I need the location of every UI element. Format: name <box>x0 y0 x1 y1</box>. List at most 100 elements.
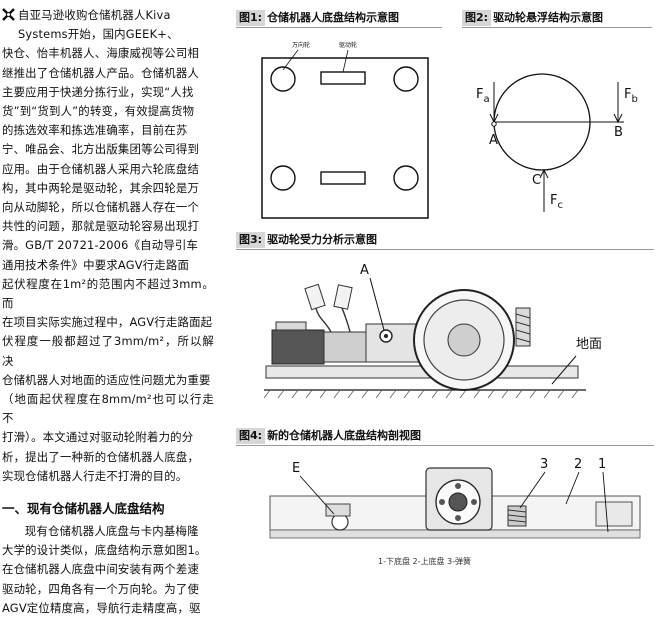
motor-cap <box>275 321 307 331</box>
intro-line: 应用。由于仓储机器人采用六轮底盘结 <box>2 161 200 176</box>
figure3-title-rule <box>236 249 654 250</box>
section-line: 现有仓储机器人底盘与卡内基梅隆 <box>24 524 199 539</box>
right-end-block <box>595 501 633 527</box>
point-a-label: A <box>360 263 369 278</box>
figure4-tag: 图4: <box>236 428 266 444</box>
label-e-leader <box>299 475 335 515</box>
section-heading: 一、现有仓储机器人底盘结构 <box>2 501 165 517</box>
intro-line: 主要应用于快递分拣行业，实现“人找 <box>2 84 194 99</box>
figure1-title: 图1:仓储机器人底盘结构示意图 <box>236 10 442 28</box>
section-line: 在仓储机器人底盘中间安装有两个差速 <box>2 562 200 577</box>
force-c-arrowhead <box>539 168 549 179</box>
label-1: 1 <box>598 457 606 472</box>
intro-line: （地面起伏程度在8mm/m²也可以行走不 <box>2 392 214 426</box>
force-b-label: Fb <box>624 87 638 105</box>
figure3-title: 图3:驱动轮受力分析示意图 <box>236 232 654 250</box>
label-e: E <box>292 461 300 476</box>
force-c-label: Fc <box>550 193 563 211</box>
ground-label: 地面 <box>576 337 602 352</box>
ground-leader <box>551 355 577 385</box>
intro-line: 起伏程度在1m²的范围内不超过3mm。而 <box>2 276 214 311</box>
pivot-point-a-center <box>384 334 388 338</box>
intro-line: 自亚马逊收购仓储机器人Kiva <box>2 6 214 25</box>
figure2-tag: 图2: <box>462 10 492 26</box>
intro-line: Systems开始，国内GEEK+、 <box>18 27 179 42</box>
motor-body <box>271 329 325 365</box>
intro-line: 向从动脚轮，所以仓储机器人存在一个 <box>2 200 200 215</box>
caster-leader-line <box>282 49 299 71</box>
point-b-label: B <box>614 125 623 140</box>
section-line: 驱动轮，四角各有一个万向轮。为了使 <box>2 581 200 596</box>
force-a-label: Fa <box>476 87 490 105</box>
intro-line: 滑。GB/T 20721-2006《自动导引车 <box>2 238 199 253</box>
label-3: 3 <box>540 457 548 472</box>
point-a-marker <box>491 121 497 127</box>
intro-paragraph: 自亚马逊收购仓储机器人Kiva Systems开始，国内GEEK+、 快仓、怡丰… <box>2 6 214 486</box>
label-3-leader <box>519 471 546 509</box>
drive-unit-hub <box>448 492 468 512</box>
figure4-legend: 1-下底盘 2-上底盘 3-弹簧 <box>378 557 472 566</box>
figure2-title-text: 驱动轮悬浮结构示意图 <box>493 11 604 24</box>
figure1-diagram: 万向轮 驱动轮 <box>261 41 429 219</box>
caster-wheel-top-left <box>270 66 296 92</box>
figure4-title-text: 新的仓储机器人底盘结构剖视图 <box>267 429 422 442</box>
intro-line: 在项目实际实施过程中，AGV行走路面起 <box>2 315 213 330</box>
figure4-title-rule <box>236 445 654 446</box>
figure3-title-text: 驱动轮受力分析示意图 <box>267 233 378 246</box>
caster-mount <box>325 503 351 517</box>
intro-line: 析，提出了一种新的仓储机器人底盘， <box>2 449 200 464</box>
force-b-arrowhead <box>613 113 623 124</box>
label-1-leader <box>602 471 609 533</box>
cable-left <box>315 307 332 333</box>
section-line: 大学的设计类似，底盘结构示意如图1。 <box>2 543 207 558</box>
cross-ornament-icon <box>2 8 15 21</box>
caster-wheel-bottom-right <box>393 165 419 191</box>
caster-label: 万向轮 <box>292 41 310 49</box>
intro-line: 继推出了仓储机器人产品。仓储机器人 <box>2 65 200 80</box>
spring-coils <box>515 313 531 343</box>
intro-line: 的拣选效率和拣选准确率，目前在苏 <box>2 123 188 138</box>
figure2-title-rule <box>462 27 652 28</box>
label-2-leader <box>565 471 580 505</box>
ground-hatching <box>263 389 579 399</box>
drive-wheel-bottom <box>320 171 366 185</box>
section-paragraph: 现有仓储机器人底盘与卡内基梅隆 大学的设计类似，底盘结构示意如图1。 在仓储机器… <box>2 522 214 618</box>
drive-wheel-top <box>320 71 366 85</box>
drive-label: 驱动轮 <box>339 41 357 49</box>
intro-line: 打滑）。本文通过对驱动轮附着力的分 <box>2 430 194 445</box>
figure1-tag: 图1: <box>236 10 266 26</box>
cable-right <box>341 307 351 333</box>
drive-leader-line <box>342 49 349 73</box>
connector-left <box>304 283 326 311</box>
intro-line: 货”到“货到人”的转变，有效提高货物 <box>2 104 195 119</box>
intro-line: 宁、唯品会、北方出版集团等公司得到 <box>2 142 200 157</box>
caster-wheel-top-right <box>393 66 419 92</box>
section-line: AGV定位精度高，导航行走精度高，驱 <box>2 600 201 615</box>
figure2-title: 图2:驱动轮悬浮结构示意图 <box>462 10 652 28</box>
intro-line: 仓储机器人对地面的适应性问题尤为重要 <box>2 372 211 387</box>
figure1-title-text: 仓储机器人底盘结构示意图 <box>267 11 400 24</box>
label-2: 2 <box>574 457 582 472</box>
point-a-label: A <box>489 133 498 148</box>
point-c-label: C <box>532 173 541 188</box>
figure3-diagram: A 地面 <box>263 263 602 399</box>
wheel-hub <box>447 323 481 357</box>
point-a-leader <box>369 277 385 331</box>
figure3-tag: 图3: <box>236 232 266 248</box>
spring-3-coils <box>507 509 527 523</box>
intro-line: 共性的问题，那就是驱动轮容易出现打 <box>2 219 200 234</box>
connector-right <box>333 284 353 310</box>
article-column: 自亚马逊收购仓储机器人Kiva Systems开始，国内GEEK+、 快仓、怡丰… <box>2 0 214 618</box>
caster-wheel-bottom-left <box>270 165 296 191</box>
intro-line: 构，其中两轮是驱动轮，其余四轮是万 <box>2 180 200 195</box>
figure2-diagram: Fa A Fb B C Fc <box>476 73 638 212</box>
figure4-title: 图4:新的仓储机器人底盘结构剖视图 <box>236 428 654 446</box>
intro-line: 实现仓储机器人行走不打滑的目的。 <box>2 468 188 483</box>
lower-chassis <box>269 529 641 539</box>
figure4-diagram: E 3 2 1 <box>269 457 641 539</box>
intro-line: 伏程度一般都超过了3mm/m²，所以解决 <box>2 334 214 368</box>
figure1-title-rule <box>236 27 442 28</box>
intro-line: 通用技术条件》中要求AGV行走路面 <box>2 257 190 272</box>
intro-line: 快仓、怡丰机器人、海康威视等公司相 <box>2 46 200 61</box>
drive-unit-bolts <box>439 483 477 521</box>
